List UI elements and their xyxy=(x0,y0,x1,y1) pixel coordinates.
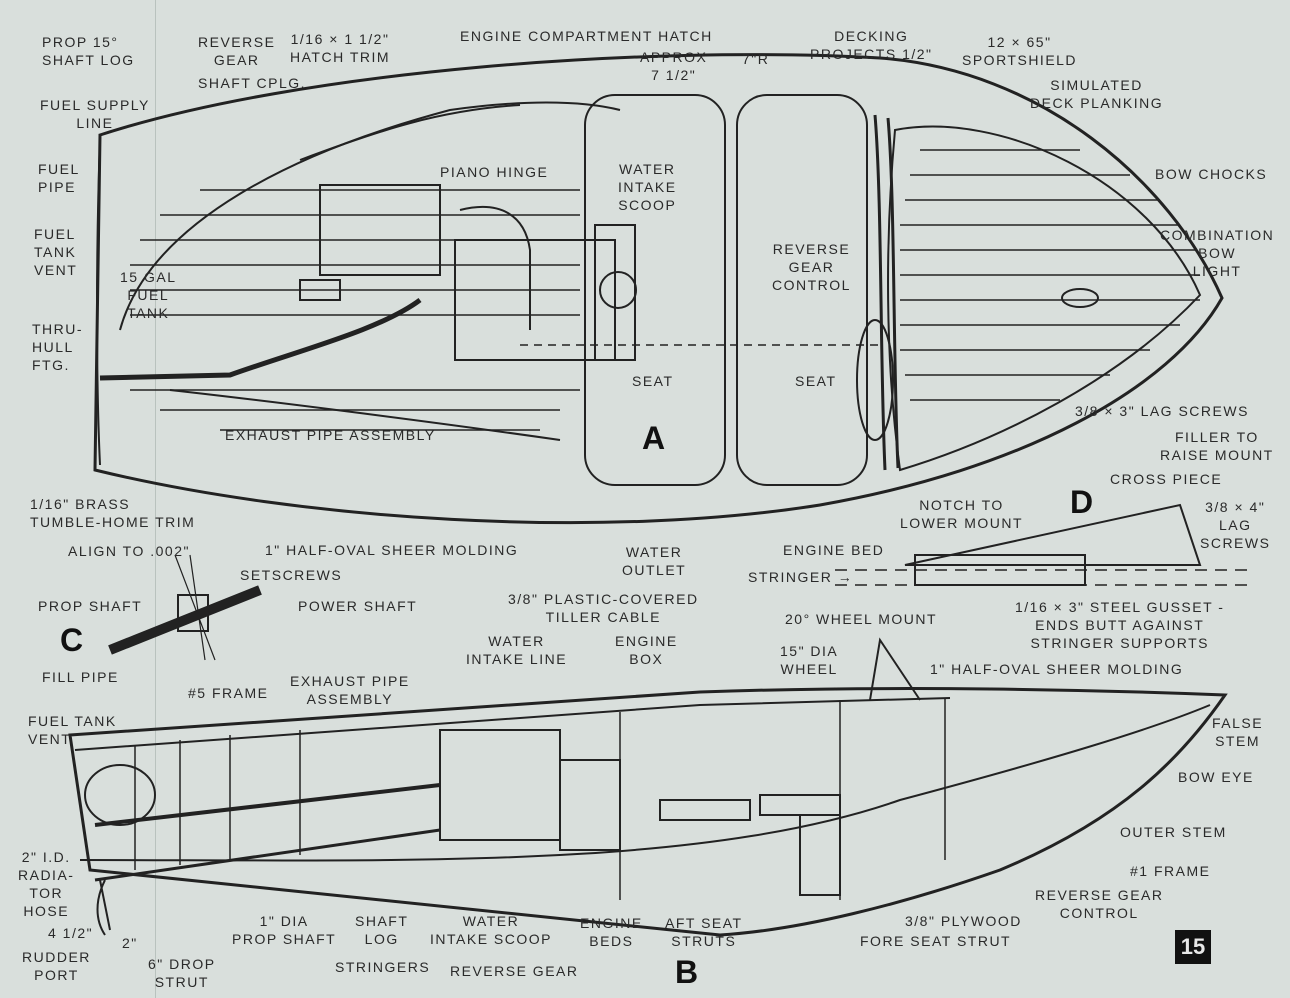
label-prop-shaft-side: 1" Dia Prop Shaft xyxy=(232,913,337,947)
label-exhaust-top: Exhaust Pipe Assembly xyxy=(225,427,436,443)
label-bow-chocks: Bow Chocks xyxy=(1155,166,1268,182)
label-prop-shaft-c: Prop Shaft xyxy=(38,598,143,614)
label-fuel-pipe: Fuel Pipe xyxy=(38,161,80,195)
label-shaft-coupling: Shaft Cplg. xyxy=(198,75,307,91)
seats-side xyxy=(659,794,841,896)
label-fill-pipe: Fill Pipe xyxy=(42,669,119,685)
label-hatch-trim: 1/16 × 1 1/2" Hatch Trim xyxy=(290,31,391,65)
label-fore-seat-strut: Fore Seat Strut xyxy=(860,933,1012,949)
label-cross-piece: Cross Piece xyxy=(1110,471,1223,487)
label-approx: Approx 7 1/2" xyxy=(640,49,708,83)
label-drop-strut: 6" Drop Strut xyxy=(148,956,216,990)
page-fold xyxy=(155,0,156,998)
label-dim-4-5: 4 1/2" xyxy=(48,925,94,941)
label-filler: Filler to Raise Mount xyxy=(1160,429,1274,463)
side-chine xyxy=(79,704,1211,862)
label-sheer-molding-side: 1" Half-Oval Sheer Molding xyxy=(930,661,1184,677)
label-radius: 7"R xyxy=(742,51,770,67)
side-frames xyxy=(134,698,946,900)
label-sportshield: 12 × 65" Sportshield xyxy=(962,34,1078,68)
label-thru-hull: Thru- Hull Ftg. xyxy=(32,321,84,373)
label-reverse-gear-control: Reverse Gear Control xyxy=(772,240,851,294)
detail-d-drawing xyxy=(835,503,1250,586)
side-hull-outline xyxy=(68,687,1228,937)
side-engine xyxy=(94,729,621,882)
label-tiller-cable: 3/8" Plastic-Covered Tiller Cable xyxy=(508,591,699,625)
label-plywood: 3/8" Plywood xyxy=(905,913,1022,929)
label-sheer-molding-top: 1" Half-Oval Sheer Molding xyxy=(265,542,519,558)
label-fuel-supply: Fuel Supply Line xyxy=(40,97,150,131)
label-decking: Decking Projects 1/2" xyxy=(810,28,933,62)
label-power-shaft: Power Shaft xyxy=(298,598,418,614)
view-label-c: C xyxy=(60,622,84,658)
label-seat-fore: Seat xyxy=(795,373,837,389)
view-label-a: A xyxy=(642,420,666,456)
label-reverse-gear: Reverse Gear xyxy=(198,34,276,68)
sportshield xyxy=(873,114,900,471)
label-wheel-mount: 20° Wheel Mount xyxy=(785,611,938,627)
view-label-b: B xyxy=(675,954,699,990)
steering-wheel-top xyxy=(856,319,894,441)
deck-planking xyxy=(130,149,1200,431)
label-outer-stem: Outer Stem xyxy=(1120,824,1227,840)
view-label-d: D xyxy=(1070,484,1094,520)
label-bow-light: Combination Bow Light xyxy=(1160,227,1275,279)
label-prop-shaft-log: Prop 15° Shaft Log xyxy=(42,34,135,68)
detail-c-drawing xyxy=(108,554,262,661)
label-align: Align to .002" xyxy=(68,543,190,559)
label-false-stem: False Stem xyxy=(1212,715,1264,749)
engine-top xyxy=(99,184,637,381)
side-gunwale xyxy=(74,697,951,751)
aft-seat-outline xyxy=(584,94,726,486)
bow-deck-outline xyxy=(887,125,1202,472)
fore-seat-outline xyxy=(736,94,868,486)
label-engine-beds: Engine Beds xyxy=(580,915,643,949)
label-exhaust-side: Exhaust Pipe Assembly xyxy=(290,673,410,707)
label-piano-hinge: Piano Hinge xyxy=(440,164,549,180)
label-bow-eye: Bow Eye xyxy=(1178,769,1254,785)
label-lag-screws-4: 3/8 × 4" Lag Screws xyxy=(1200,499,1271,551)
label-reverse-gear-control-side: Reverse Gear Control xyxy=(1035,887,1164,921)
bow-light xyxy=(1061,288,1099,308)
label-fuel-tank-vent-side: Fuel Tank Vent xyxy=(28,713,117,747)
fuel-tank-side xyxy=(84,764,156,826)
label-notch: Notch to Lower Mount xyxy=(900,497,1024,531)
label-rudder-port: Rudder Port xyxy=(22,949,91,983)
label-frame-1: #1 Frame xyxy=(1130,863,1211,879)
label-stringer: Stringer → xyxy=(748,569,854,585)
label-shaft-log-side: Shaft Log xyxy=(355,913,409,947)
label-water-intake-scoop-side: Water Intake Scoop xyxy=(430,913,552,947)
label-water-intake-scoop: Water Intake Scoop xyxy=(618,160,677,214)
drop-strut xyxy=(96,879,111,936)
top-deck-inner xyxy=(96,101,621,466)
side-wheel xyxy=(869,637,921,701)
aft-deck-curve xyxy=(169,104,561,441)
label-reverse-gear-side: Reverse Gear xyxy=(450,963,579,979)
label-aft-seat-struts: Aft Seat Struts xyxy=(665,915,743,949)
label-seat-aft: Seat xyxy=(632,373,674,389)
label-wheel: 15" Dia Wheel xyxy=(780,643,839,677)
label-stringers: Stringers xyxy=(335,959,431,975)
label-water-outlet: Water Outlet xyxy=(622,544,687,578)
label-gusset: 1/16 × 3" Steel Gusset - Ends Butt Again… xyxy=(1015,599,1225,651)
label-deck-planking: Simulated Deck Planking xyxy=(1030,77,1164,111)
label-radiator-hose: 2" I.D. Radia- tor Hose xyxy=(18,849,75,919)
label-lag-screws-3: 3/8 × 3" Lag Screws xyxy=(1075,403,1249,419)
label-setscrews: Setscrews xyxy=(240,567,343,583)
label-tumble-home: 1/16" Brass Tumble-Home Trim xyxy=(30,496,196,530)
label-engine-hatch: Engine Compartment Hatch xyxy=(460,28,713,44)
label-frame-5: #5 Frame xyxy=(188,685,269,701)
label-dim-2: 2" xyxy=(122,935,138,951)
top-hull-outline xyxy=(93,53,1224,525)
label-fuel-tank: 15 Gal Fuel Tank xyxy=(120,269,177,321)
label-water-intake-line: Water Intake Line xyxy=(466,633,568,667)
page-number-badge: 15 xyxy=(1175,930,1211,964)
label-engine-box: Engine Box xyxy=(615,633,678,667)
label-engine-bed: Engine Bed xyxy=(783,542,885,558)
label-fuel-tank-vent: Fuel Tank Vent xyxy=(34,226,78,278)
